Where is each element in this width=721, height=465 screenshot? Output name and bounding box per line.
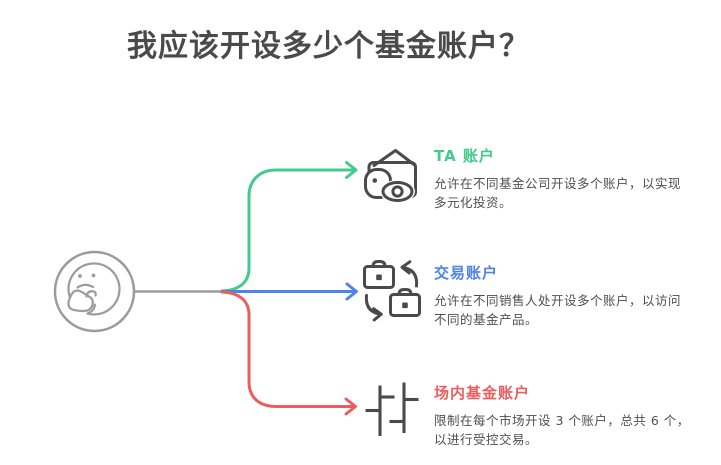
branch-heading-onexchange: 场内基金账户 xyxy=(434,384,531,402)
briefcase1-body xyxy=(363,265,395,289)
branch-block-onexchange: 场内基金账户 限制在每个市场开设 3 个账户，总共 6 个，以进行受控交易。 xyxy=(434,383,690,449)
branch-line-ta xyxy=(220,161,358,293)
wallet-eye-icon xyxy=(364,149,417,203)
briefcase1-clasp xyxy=(376,274,382,281)
branch-heading-ta: TA 账户 xyxy=(434,147,495,165)
face-eye-left xyxy=(78,274,82,278)
branch-path-ta xyxy=(220,168,357,293)
branch-description-trading: 允许在不同销售人处开设多个账户，以访问不同的基金产品。 xyxy=(434,293,682,327)
face-thumb xyxy=(85,290,97,298)
briefcase1-handle xyxy=(371,260,387,268)
wallet-flap xyxy=(372,149,416,167)
swap-arrow-up-head xyxy=(400,260,412,275)
briefcase2-handle xyxy=(397,288,413,296)
wallet-clasp-dot xyxy=(372,178,378,183)
swap-arrow-down-head xyxy=(372,307,383,322)
branch-block-trading: 交易账户 允许在不同销售人处开设多个账户，以访问不同的基金产品。 xyxy=(434,263,690,329)
branch-line-trading xyxy=(220,282,358,301)
arrowhead-ta xyxy=(345,161,358,179)
briefcase-swap-icon xyxy=(363,260,421,322)
thinking-face-icon xyxy=(67,262,121,316)
face-mouth xyxy=(76,283,95,289)
eye-pupil xyxy=(391,185,404,198)
candlestick-chart-icon xyxy=(365,382,419,436)
branch-line-onexchange xyxy=(220,290,357,416)
face-eye-right xyxy=(91,273,96,278)
branch-description-onexchange: 限制在每个市场开设 3 个账户，总共 6 个，以进行受控交易。 xyxy=(434,413,690,447)
face-head xyxy=(67,262,121,316)
briefcase2-body xyxy=(389,293,421,317)
branch-description-ta: 允许在不同基金公司开设多个账户，以实现多元化投资。 xyxy=(434,176,682,210)
central-node xyxy=(53,250,136,333)
eye-outline xyxy=(381,181,414,202)
page-title: 我应该开设多少个基金账户？ xyxy=(127,29,530,64)
briefcase2-clasp xyxy=(402,302,408,309)
branch-block-ta: TA 账户 允许在不同基金公司开设多个账户，以实现多元化投资。 xyxy=(434,146,690,212)
arrowhead-trading xyxy=(345,282,358,301)
branch-heading-trading: 交易账户 xyxy=(434,264,499,282)
branch-path-onexchange xyxy=(220,290,356,408)
arrowhead-onexchange xyxy=(344,397,357,416)
